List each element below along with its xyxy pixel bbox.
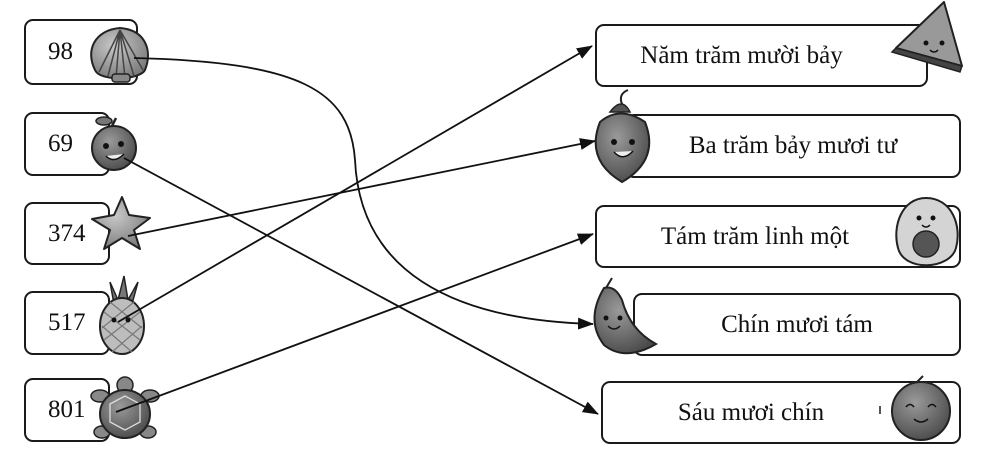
pineapple-icon	[99, 275, 145, 355]
turtle-icon	[90, 376, 160, 439]
word-label: Chín mươi tám	[721, 310, 873, 338]
watermelon-icon	[890, 1, 963, 73]
number-label: 517	[48, 309, 86, 336]
mango-icon	[593, 277, 659, 355]
apple-icon	[91, 116, 137, 171]
orange-icon	[879, 375, 951, 441]
word-box-98[interactable]: Chín mươi tám	[633, 293, 961, 356]
connector-801-tam-tram-linh-mot	[115, 233, 594, 413]
connector-517-nam-tram-muoi-bay	[117, 45, 593, 323]
number-label: 69	[48, 130, 73, 157]
connector-69-sau-muoi-chin	[123, 157, 599, 415]
avocado-icon	[895, 196, 959, 267]
word-label: Tám trăm linh một	[660, 222, 850, 250]
number-label: 98	[48, 38, 73, 65]
number-label: 801	[48, 396, 86, 423]
connector-98-chin-muoi-tam	[133, 57, 594, 330]
connector-lines	[115, 45, 599, 415]
connector-374-ba-tram-bay-muoi-tu	[127, 138, 596, 237]
strawberry-icon	[594, 89, 651, 184]
word-label: Sáu mươi chín	[677, 398, 825, 426]
word-box-374[interactable]: Ba trăm bảy mươi tư	[625, 114, 961, 178]
word-box-517[interactable]: Năm trăm mười bảy	[595, 24, 928, 87]
starfish-icon	[91, 196, 151, 250]
word-label: Ba trăm bảy mươi tư	[688, 132, 898, 159]
seashell-icon	[90, 26, 149, 83]
word-label: Năm trăm mười bảy	[640, 41, 843, 69]
number-box-517[interactable]: 517	[24, 291, 110, 355]
number-label: 374	[48, 219, 86, 247]
